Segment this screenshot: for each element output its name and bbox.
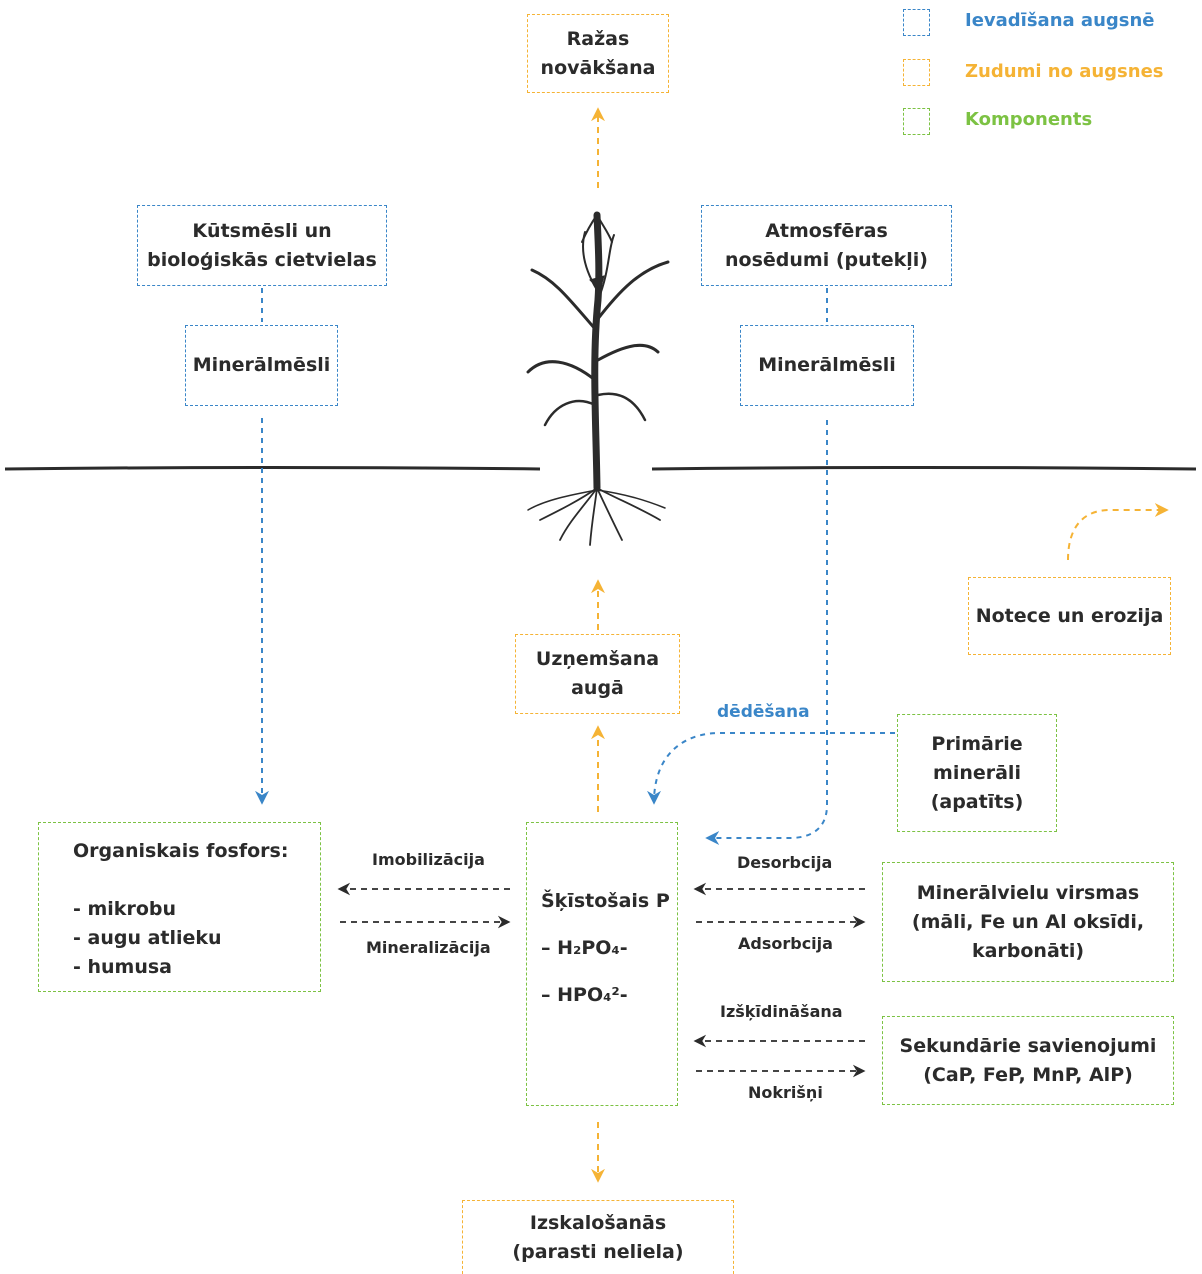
ground-line-left (4, 466, 541, 471)
leaching-line-2: (parasti neliela) (512, 1240, 684, 1263)
weathering-label: dēdēšana (717, 702, 810, 722)
legend-swatch-input (903, 9, 930, 36)
primary-line-3: (apatīts) (930, 790, 1024, 813)
soluble-phosphorus-box: Šķīstošais P – H₂PO₄- – HPO₄²- (526, 822, 678, 1106)
harvest-line-2: novākšana (540, 56, 656, 79)
immobilization-label: Imobilizācija (372, 850, 485, 869)
legend-label-input: Ievadīšana augsnē (965, 10, 1155, 31)
plant-icon (526, 211, 670, 546)
organic-item-microbes: - mikrobu (73, 898, 176, 920)
runoff-erosion-box: Notece un erozija (968, 577, 1171, 655)
harvest-line-1: Ražas (566, 27, 630, 50)
mineralization-label: Mineralizācija (366, 938, 491, 957)
harvest-box: Ražas novākšana (527, 14, 669, 93)
runoff-label: Notece un erozija (975, 604, 1164, 627)
organic-phosphorus-box: Organiskais fosfors: - mikrobu - augu at… (38, 822, 321, 992)
arrow-runoff (1067, 503, 1169, 561)
organic-item-plant-residues: - augu atlieku (73, 927, 222, 949)
legend-label-component: Komponents (965, 109, 1093, 130)
secondary-line-2: (CaP, FeP, MnP, AlP) (923, 1063, 1133, 1086)
soluble-ion-h2po4: – H₂PO₄- (541, 937, 628, 959)
organic-title: Organiskais fosfors: (73, 840, 289, 862)
surfaces-line-3: karbonāti) (971, 939, 1085, 962)
arrow-weathering (647, 732, 895, 805)
atmos-line-1: Atmosfēras (765, 219, 888, 242)
desorption-label: Desorbcija (737, 853, 833, 872)
mineral-right-label: Minerālmēsli (758, 354, 896, 376)
dissolution-label: Izšķīdināšana (720, 1002, 843, 1021)
manure-box: Kūtsmēsli un bioloģiskās cietvielas (137, 205, 387, 286)
secondary-line-1: Sekundārie savienojumi (899, 1034, 1157, 1057)
adsorption-label: Adsorbcija (738, 934, 833, 953)
manure-line-2: bioloģiskās cietvielas (147, 248, 377, 271)
legend-swatch-loss (903, 59, 930, 86)
leaching-line-1: Izskalošanās (529, 1211, 667, 1234)
primary-line-2: minerāli (933, 761, 1021, 784)
arrow-mineral-to-soluble (705, 420, 828, 845)
mineral-fertilizer-right-box: Minerālmēsli (740, 325, 914, 406)
surfaces-line-1: Minerālvielu virsmas (916, 881, 1140, 904)
uptake-line-1: Uzņemšana (535, 648, 660, 670)
atmos-line-2: nosēdumi (putekļi) (725, 248, 928, 271)
soluble-title: Šķīstošais P (541, 890, 670, 912)
precipitation-label: Nokrišņi (748, 1083, 823, 1102)
soluble-ion-hpo4: – HPO₄²- (541, 984, 628, 1006)
manure-line-1: Kūtsmēsli un (192, 219, 332, 242)
primary-minerals-box: Primārie minerāli (apatīts) (897, 714, 1057, 832)
legend-label-loss: Zudumi no augsnes (965, 61, 1164, 82)
plant-uptake-box: Uzņemšana augā (515, 634, 680, 714)
mineral-left-label: Minerālmēsli (192, 354, 331, 376)
ground-line-right (651, 466, 1197, 471)
organic-item-humus: - humusa (73, 956, 173, 978)
surfaces-line-2: (māli, Fe un Al oksīdi, (911, 910, 1145, 933)
leaching-box: Izskalošanās (parasti neliela) (462, 1200, 734, 1274)
mineral-fertilizer-left-box: Minerālmēsli (185, 325, 338, 406)
mineral-surfaces-box: Minerālvielu virsmas (māli, Fe un Al oks… (882, 862, 1174, 982)
legend-swatch-component (903, 108, 930, 135)
atmospheric-deposition-box: Atmosfēras nosēdumi (putekļi) (701, 205, 952, 286)
uptake-line-2: augā (571, 677, 624, 699)
secondary-compounds-box: Sekundārie savienojumi (CaP, FeP, MnP, A… (882, 1016, 1174, 1105)
primary-line-1: Primārie (931, 732, 1023, 755)
